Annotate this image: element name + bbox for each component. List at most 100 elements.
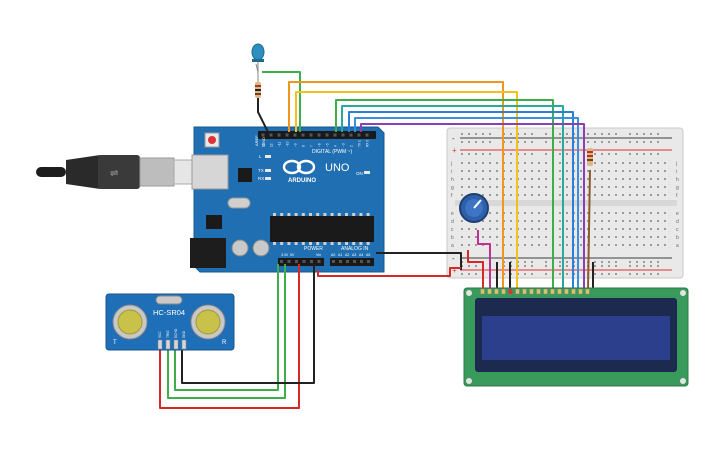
rail-hole (629, 265, 631, 267)
lcd-pin[interactable] (522, 288, 527, 295)
reset-button-cap[interactable] (208, 136, 216, 144)
analog-pin-hole[interactable] (332, 260, 335, 263)
row-label: h (676, 177, 679, 183)
usb-icon: ⇌ (110, 168, 118, 179)
terminal-hole (608, 244, 610, 246)
terminal-hole (622, 228, 624, 230)
lcd-display (463, 287, 689, 387)
terminal-hole (622, 220, 624, 222)
power-pin-hole[interactable] (287, 260, 291, 263)
digital-pin-hole[interactable] (277, 133, 281, 137)
terminal-hole (636, 170, 638, 172)
lcd-pin[interactable] (501, 288, 506, 295)
rail-hole (629, 273, 631, 275)
power-pin-hole[interactable] (295, 260, 298, 263)
digital-pin-hole[interactable] (293, 133, 297, 137)
rail-hole (601, 265, 603, 267)
terminal-hole (622, 162, 624, 164)
power-pin-hole[interactable] (302, 260, 306, 263)
terminal-hole (461, 186, 463, 188)
sensor-pin[interactable] (173, 339, 179, 350)
lcd-pin[interactable] (536, 288, 541, 295)
digital-pin-hole[interactable] (357, 133, 361, 137)
digital-pin-hole[interactable] (317, 133, 321, 137)
power-pin-hole[interactable] (280, 260, 283, 263)
digital-pin-hole[interactable] (365, 133, 369, 137)
terminal-hole (636, 162, 638, 164)
analog-pin-hole[interactable] (339, 260, 342, 263)
rail-hole (475, 133, 477, 135)
potentiometer[interactable] (459, 193, 489, 223)
digital-pin-hole[interactable] (309, 133, 313, 137)
lcd-pin[interactable] (543, 288, 548, 295)
lcd-pin[interactable] (508, 288, 513, 295)
power-pin-hole[interactable] (310, 260, 313, 263)
lcd-pin[interactable] (529, 288, 534, 295)
lcd-pin[interactable] (487, 288, 492, 295)
terminal-hole (461, 220, 463, 222)
terminal-hole (566, 162, 568, 164)
lcd-pin[interactable] (571, 288, 576, 295)
power-pin-hole[interactable] (317, 260, 321, 263)
analog-pin-hole[interactable] (367, 260, 370, 263)
rail-hole (475, 141, 477, 143)
terminal-hole (643, 186, 645, 188)
rail-hole (629, 261, 631, 263)
digital-pin-hole[interactable] (301, 133, 305, 137)
terminal-hole (629, 220, 631, 222)
digital-pin-label: RX 0 (366, 140, 370, 147)
analog-pin-hole[interactable] (360, 260, 363, 263)
terminal-hole (531, 244, 533, 246)
terminal-hole (580, 212, 582, 214)
terminal-hole (650, 178, 652, 180)
digital-pin-hole[interactable] (269, 133, 273, 137)
lcd-pin[interactable] (480, 288, 485, 295)
wire-5v-breadboard (317, 267, 461, 277)
sensor-pin[interactable] (157, 339, 163, 350)
terminal-hole (594, 220, 596, 222)
rail-hole (475, 265, 477, 267)
lcd-pin[interactable] (585, 288, 590, 295)
lcd-pin[interactable] (550, 288, 555, 295)
lcd-pin[interactable] (578, 288, 583, 295)
terminal-hole (545, 244, 547, 246)
terminal-hole (601, 178, 603, 180)
lcd-pin[interactable] (557, 288, 562, 295)
lcd-pin[interactable] (564, 288, 569, 295)
terminal-hole (475, 244, 477, 246)
usb-plug-metal (139, 157, 175, 187)
digital-header (258, 131, 376, 139)
rail-hole (531, 273, 533, 275)
terminal-hole (510, 212, 512, 214)
terminal-hole (643, 194, 645, 196)
wire-teal (341, 105, 564, 290)
lcd-pin[interactable] (494, 288, 499, 295)
rail-hole (601, 133, 603, 135)
digital-pin-hole[interactable] (285, 133, 289, 137)
analog-pin-hole[interactable] (353, 260, 356, 263)
sensor-pin[interactable] (165, 339, 171, 350)
bb-resistor-band-2 (587, 155, 593, 157)
analog-pin-label: A4 (359, 253, 363, 257)
digital-pin-label: TX 1 (358, 140, 362, 147)
rail-hole (468, 265, 470, 267)
terminal-hole (545, 228, 547, 230)
terminal-hole (601, 228, 603, 230)
analog-pin-hole[interactable] (346, 260, 349, 263)
terminal-hole (664, 228, 666, 230)
lcd-pin[interactable] (515, 288, 520, 295)
rail-hole (510, 133, 512, 135)
rail-hole (629, 153, 631, 155)
digital-pin-hole[interactable] (325, 133, 329, 137)
digital-pin-hole[interactable] (333, 133, 337, 137)
sensor-pin[interactable] (181, 339, 187, 350)
rail-hole (643, 261, 645, 263)
terminal-hole (615, 220, 617, 222)
digital-pin-hole[interactable] (261, 133, 265, 137)
digital-pin-hole[interactable] (349, 133, 353, 137)
rail-hole (566, 153, 568, 155)
terminal-hole (545, 178, 547, 180)
digital-pin-hole[interactable] (341, 133, 345, 137)
terminal-hole (524, 228, 526, 230)
rail-hole (594, 265, 596, 267)
